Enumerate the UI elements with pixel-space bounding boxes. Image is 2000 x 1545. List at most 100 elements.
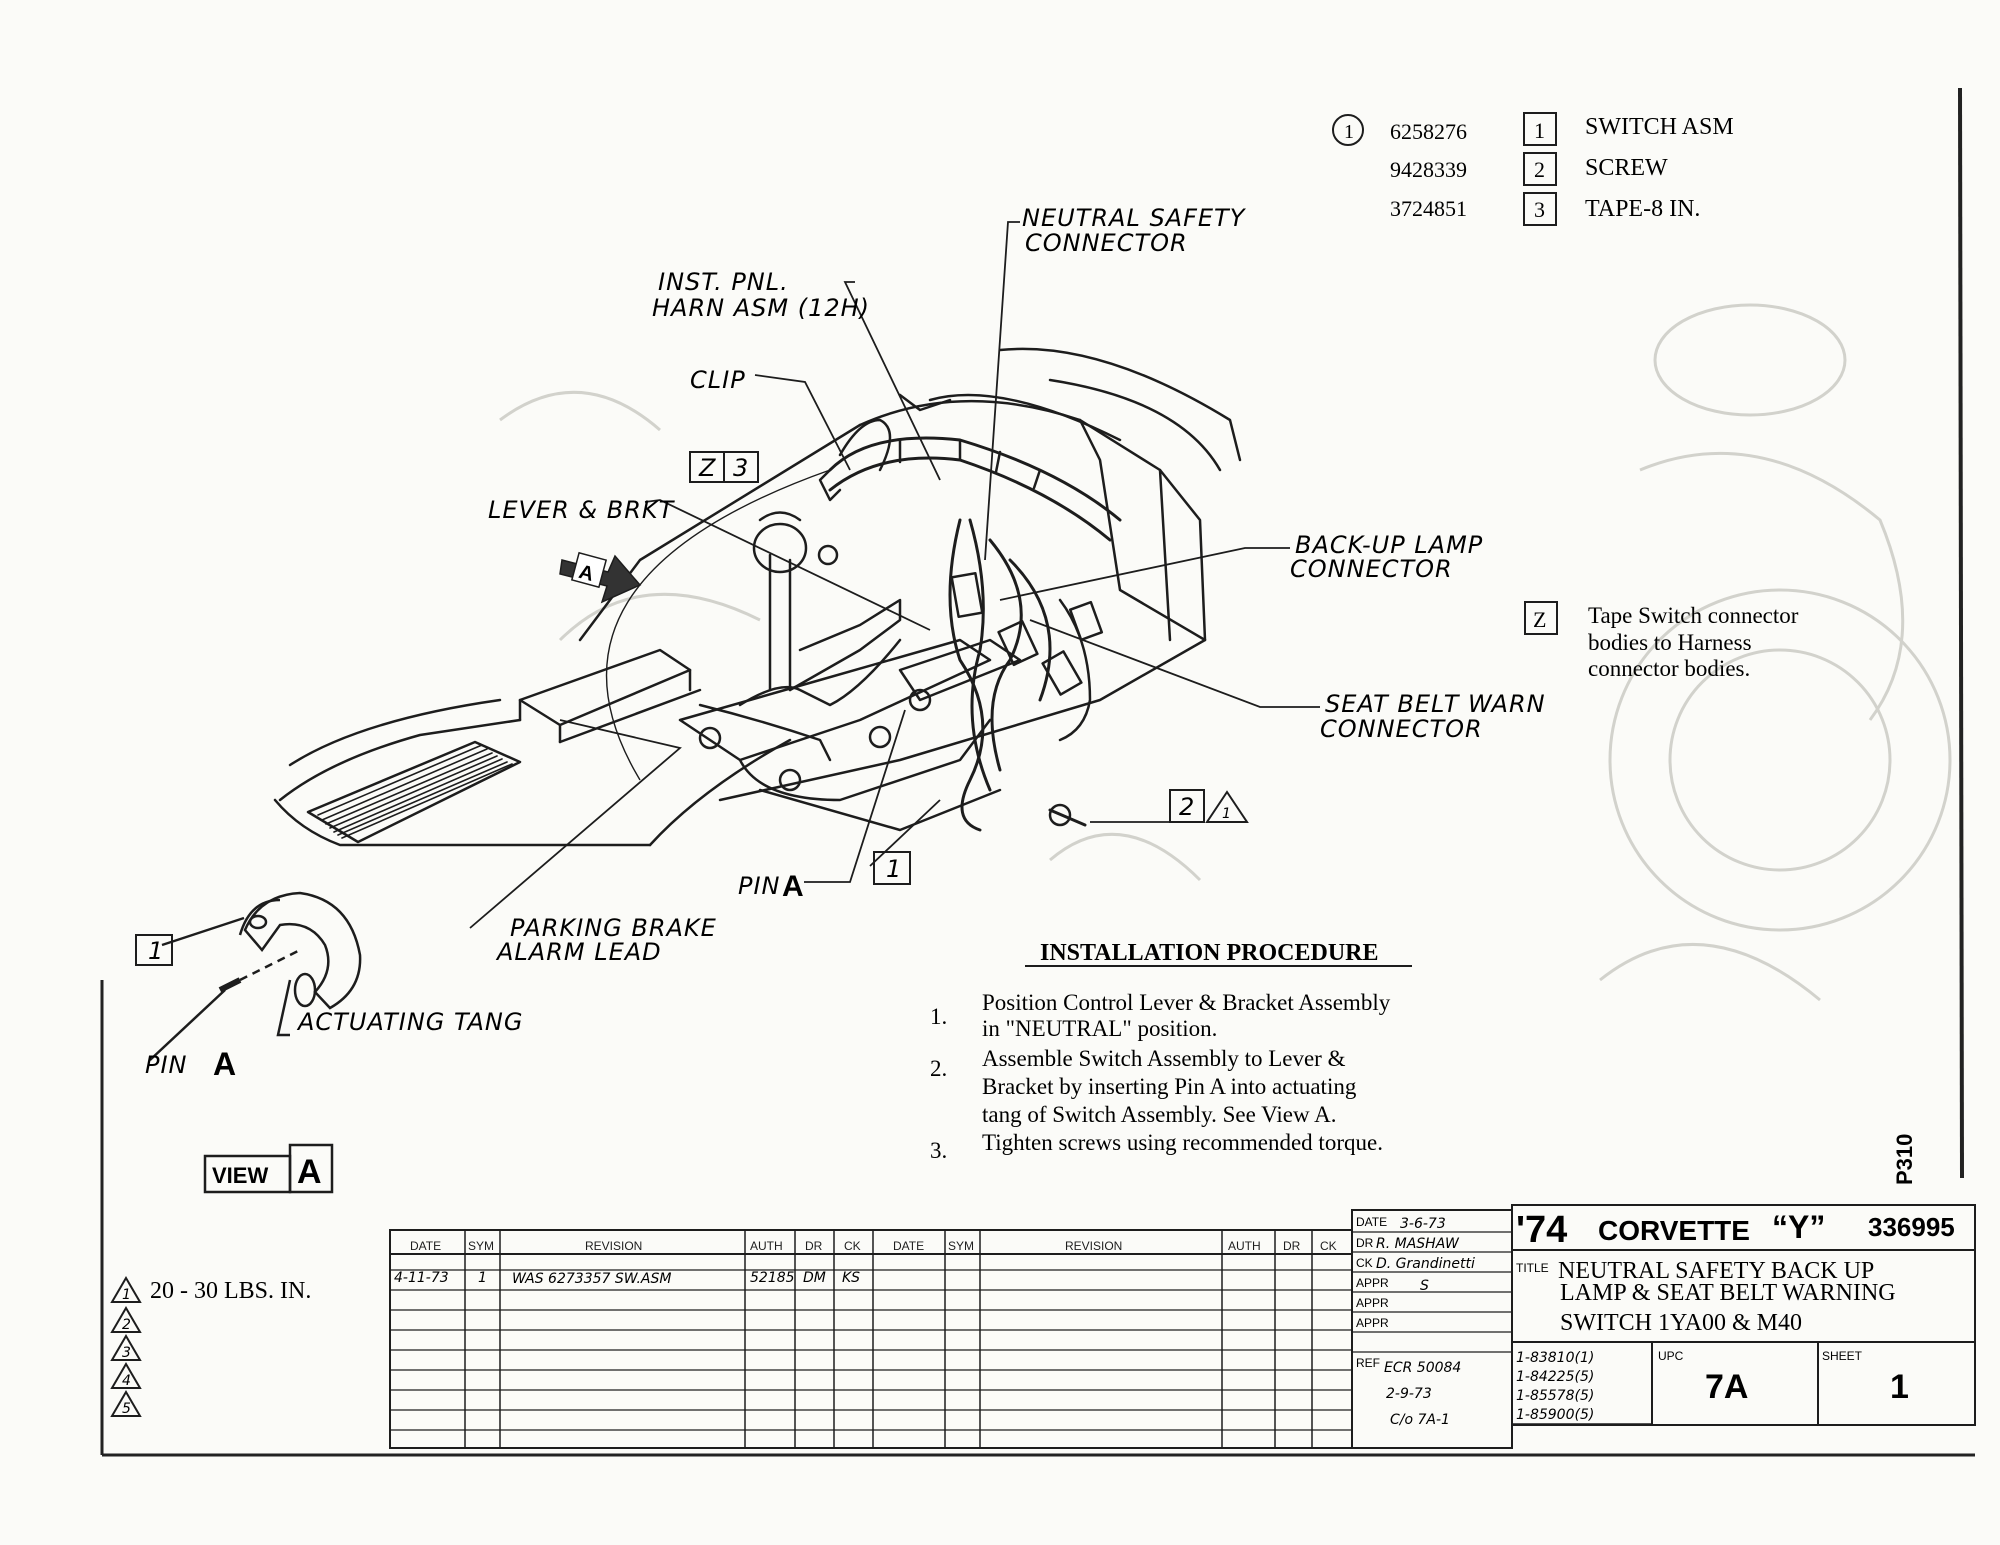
- svg-text:3: 3: [122, 1345, 131, 1361]
- svg-text:connector bodies.: connector bodies.: [1588, 656, 1750, 681]
- title-line-1: NEUTRAL SAFETY BACK UP: [1558, 1258, 1874, 1284]
- svg-text:tang of Switch Assembly. See: tang of Switch Assembly. See View A.: [982, 1102, 1336, 1127]
- svg-text:20 - 30 LBS. IN.: 20 - 30 LBS. IN.: [150, 1278, 311, 1304]
- svg-text:bodies to Harness: bodies to Harness: [1588, 630, 1752, 655]
- svg-text:BACK-UP LAMP: BACK-UP LAMP: [1295, 531, 1483, 559]
- svg-text:2: 2: [1179, 793, 1195, 821]
- installation-title: INSTALLATION PROCEDURE: [1040, 940, 1379, 966]
- approvals-block: [1351, 1209, 1513, 1449]
- svg-text:5: 5: [122, 1401, 131, 1417]
- svg-text:SWITCH ASM: SWITCH ASM: [1585, 114, 1734, 140]
- title-block-text: '74 CORVETTE “Y” 336995 TITLE NEUTRAL SA…: [1516, 1134, 1955, 1406]
- svg-text:CONNECTOR: CONNECTOR: [1290, 555, 1453, 583]
- torque-note-3: 3: [110, 1334, 142, 1361]
- callout-box-1-view: 1: [135, 934, 173, 966]
- svg-text:A: A: [782, 870, 804, 903]
- svg-text:SYM: SYM: [468, 1239, 494, 1253]
- svg-text:REVISION: REVISION: [585, 1239, 642, 1253]
- svg-text:APPR: APPR: [1356, 1316, 1389, 1330]
- svg-text:3.: 3.: [930, 1138, 947, 1163]
- svg-text:R. MASHAW: R. MASHAW: [1376, 1236, 1460, 1252]
- svg-text:UPC: UPC: [1658, 1349, 1684, 1363]
- svg-text:SCREW: SCREW: [1585, 155, 1668, 181]
- torque-note-2: 2: [110, 1306, 142, 1333]
- svg-text:TITLE: TITLE: [1516, 1261, 1549, 1275]
- svg-text:1: 1: [122, 1287, 131, 1303]
- svg-text:3: 3: [733, 454, 749, 482]
- svg-text:DATE: DATE: [893, 1239, 924, 1253]
- svg-text:in "NEUTRAL" position.: in "NEUTRAL" position.: [982, 1016, 1217, 1041]
- svg-text:PARKING BRAKE: PARKING BRAKE: [510, 914, 717, 942]
- svg-text:CK: CK: [1356, 1256, 1373, 1270]
- title-block: [1511, 1204, 1976, 1426]
- upc-value: 7A: [1705, 1368, 1748, 1406]
- svg-text:INST. PNL.: INST. PNL.: [658, 268, 789, 296]
- svg-text:AUTH: AUTH: [1228, 1239, 1261, 1253]
- svg-text:D. Grandinetti: D. Grandinetti: [1376, 1256, 1475, 1272]
- svg-text:Position Control Lever & Brack: Position Control Lever & Bracket Assembl…: [982, 990, 1391, 1015]
- label-pin-view: PIN: [145, 1051, 188, 1079]
- svg-text:1: 1: [1534, 118, 1545, 143]
- svg-text:REVISION: REVISION: [1065, 1239, 1122, 1253]
- svg-text:Tighten screws using recommend: Tighten screws using recommended torque.: [982, 1130, 1383, 1155]
- svg-text:DM: DM: [803, 1270, 826, 1286]
- parts-row-1: 6258276 1 SWITCH ASM: [1390, 112, 1734, 146]
- assembly-illustration: [273, 347, 1242, 847]
- label-pin-view-letter: A: [213, 1046, 236, 1082]
- svg-text:KS: KS: [842, 1270, 860, 1286]
- svg-text:Z: Z: [1533, 607, 1546, 632]
- svg-text:1: 1: [478, 1270, 487, 1286]
- svg-text:Assemble Switch Assembly to Le: Assemble Switch Assembly to Lever &: [982, 1046, 1346, 1071]
- torque-notes: 1 20 - 30 LBS. IN. 2 3 4 5: [110, 1276, 311, 1417]
- svg-text:6258276: 6258276: [1390, 119, 1467, 144]
- note-z: Z Tape Switch connector bodies to Harnes…: [1524, 601, 1799, 681]
- installation-procedure: INSTALLATION PROCEDURE 1. Position Contr…: [930, 940, 1412, 1163]
- svg-text:HARN ASM (12H): HARN ASM (12H): [652, 294, 870, 322]
- callout-clip: CLIP: [690, 366, 746, 394]
- svg-text:REF: REF: [1356, 1356, 1380, 1370]
- svg-text:C/o 7A-1: C/o 7A-1: [1390, 1412, 1450, 1428]
- callout-seat-belt: SEAT BELT WARN CONNECTOR: [1320, 690, 1546, 743]
- svg-text:DR: DR: [1283, 1239, 1301, 1253]
- svg-text:APPR: APPR: [1356, 1276, 1389, 1290]
- svg-text:1-85900(5): 1-85900(5): [1516, 1407, 1594, 1423]
- svg-text:3724851: 3724851: [1390, 196, 1467, 221]
- label-actuating-tang: ACTUATING TANG: [296, 1008, 523, 1036]
- callout-parking-brake: PARKING BRAKE ALARM LEAD: [495, 914, 717, 966]
- revision-row-1: 4-11-73 1 WAS 6273357 SW.ASM 52185 DM KS: [394, 1270, 860, 1287]
- svg-text:52185: 52185: [750, 1270, 795, 1286]
- svg-text:1-83810(1): 1-83810(1): [1516, 1350, 1594, 1366]
- svg-text:DR: DR: [1356, 1236, 1374, 1250]
- svg-text:9428339: 9428339: [1390, 157, 1467, 182]
- svg-text:SEAT BELT WARN: SEAT BELT WARN: [1325, 690, 1546, 718]
- svg-text:PIN: PIN: [738, 872, 781, 900]
- callout-box-z3: Z 3: [689, 451, 759, 483]
- callout-pin-a: PIN A: [738, 870, 804, 903]
- svg-text:NEUTRAL SAFETY: NEUTRAL SAFETY: [1022, 204, 1247, 232]
- svg-text:1-84225(5): 1-84225(5): [1516, 1369, 1594, 1385]
- title-line-2: LAMP & SEAT BELT WARNING: [1560, 1280, 1896, 1306]
- svg-text:1: 1: [148, 937, 164, 965]
- svg-text:CONNECTOR: CONNECTOR: [1025, 229, 1188, 257]
- callout-inst-panel: INST. PNL. HARN ASM (12H): [652, 268, 870, 322]
- svg-text:1-85578(5): 1-85578(5): [1516, 1388, 1594, 1404]
- view-arrow-a: A: [559, 551, 642, 604]
- svg-text:1: 1: [1344, 121, 1354, 143]
- svg-text:DATE: DATE: [410, 1239, 441, 1253]
- svg-text:1.: 1.: [930, 1004, 947, 1029]
- approvals-text: DATE 3-6-73 DR R. MASHAW CK D. Grandinet…: [1356, 1215, 1475, 1428]
- svg-text:WAS 6273357 SW.ASM: WAS 6273357 SW.ASM: [512, 1271, 671, 1287]
- callout-backup-lamp: BACK-UP LAMP CONNECTOR: [1290, 531, 1483, 583]
- torque-note-4: 4: [110, 1362, 142, 1389]
- torque-note-1: 1 20 - 30 LBS. IN.: [110, 1276, 311, 1304]
- callout-lever-brkt: LEVER & BRKT: [488, 496, 676, 524]
- svg-text:A: A: [576, 561, 596, 586]
- title-line-3: SWITCH 1YA00 & M40: [1560, 1310, 1802, 1336]
- svg-text:TAPE-8 IN.: TAPE-8 IN.: [1585, 196, 1700, 222]
- svg-text:Bracket by inserting Pin A int: Bracket by inserting Pin A into actuatin…: [982, 1074, 1357, 1099]
- parts-row-3: 3724851 3 TAPE-8 IN.: [1390, 192, 1700, 226]
- revision-headers: DATE SYM REVISION AUTH DR CK DATE SYM RE…: [410, 1239, 1337, 1253]
- svg-text:1: 1: [1222, 806, 1231, 822]
- svg-text:4: 4: [122, 1373, 131, 1389]
